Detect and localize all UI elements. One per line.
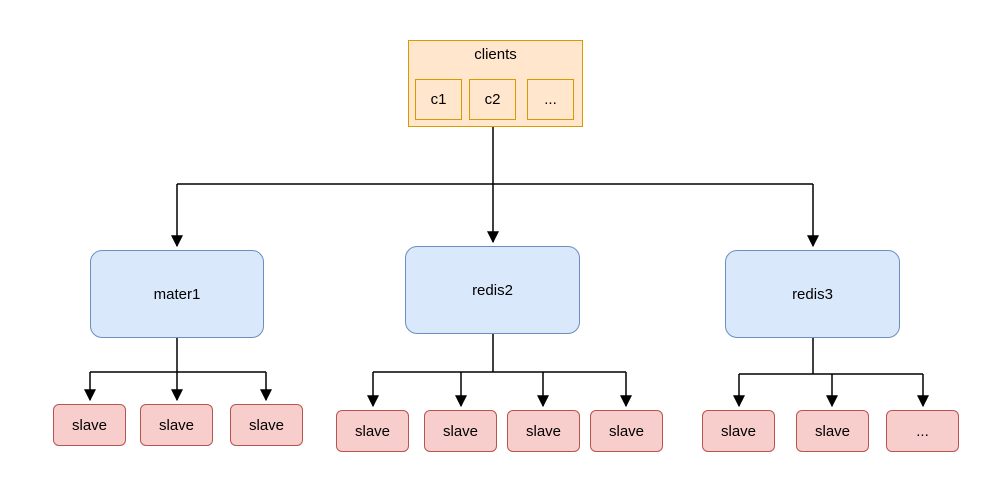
client-label: c1	[430, 91, 447, 108]
slave-label: slave	[248, 416, 285, 434]
slave-label: slave	[71, 416, 108, 434]
slave-label: slave	[814, 422, 851, 440]
slave-node-1-3[interactable]: slave	[230, 404, 303, 446]
client-more[interactable]: ...	[527, 79, 574, 120]
slave-label: slave	[354, 422, 391, 440]
slave-label: slave	[525, 422, 562, 440]
slave-node-3-1[interactable]: slave	[702, 410, 775, 452]
master-label: redis3	[792, 285, 833, 303]
slave-node-2-1[interactable]: slave	[336, 410, 409, 452]
slave-node-3-more[interactable]: ...	[886, 410, 959, 452]
master-label: redis2	[472, 281, 513, 299]
slave-node-3-2[interactable]: slave	[796, 410, 869, 452]
client-c1[interactable]: c1	[415, 79, 462, 120]
master-node-1[interactable]: mater1	[90, 250, 264, 338]
client-label: ...	[544, 91, 557, 108]
slave-label: slave	[158, 416, 195, 434]
slave-label: ...	[916, 422, 929, 440]
slave-node-1-2[interactable]: slave	[140, 404, 213, 446]
master-label: mater1	[153, 285, 201, 303]
client-c2[interactable]: c2	[469, 79, 516, 120]
client-label: c2	[484, 91, 501, 108]
slave-node-2-4[interactable]: slave	[590, 410, 663, 452]
clients-label: clients	[474, 46, 517, 63]
slave-node-2-3[interactable]: slave	[507, 410, 580, 452]
slave-node-1-1[interactable]: slave	[53, 404, 126, 446]
master-node-2[interactable]: redis2	[405, 246, 580, 334]
master-node-3[interactable]: redis3	[725, 250, 900, 338]
slave-label: slave	[608, 422, 645, 440]
slave-node-2-2[interactable]: slave	[424, 410, 497, 452]
slave-label: slave	[720, 422, 757, 440]
slave-label: slave	[442, 422, 479, 440]
